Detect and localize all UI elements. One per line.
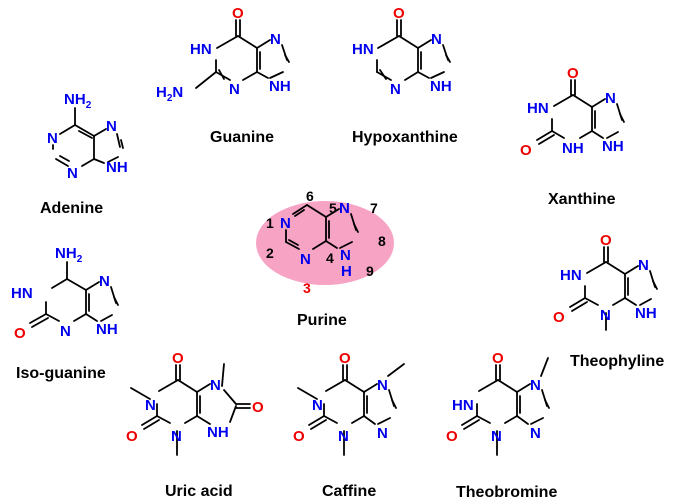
hypoxanthine-n9: NH: [430, 78, 452, 95]
purine-position-7: 7: [370, 200, 378, 216]
isoguanine-n7: N: [99, 273, 110, 290]
xanthine-o2: O: [520, 142, 532, 159]
guanine-n1: HN: [190, 41, 212, 58]
uricacid-n1: N: [145, 397, 156, 414]
purine-highlight: [256, 201, 394, 285]
adenine-n3: N: [67, 165, 78, 182]
xanthine-o6: O: [567, 65, 579, 82]
theobromine-structure: [461, 357, 550, 456]
purine-n7: N: [339, 200, 350, 217]
uricacid-n9: NH: [207, 424, 229, 441]
isoguanine-name: Iso-guanine: [16, 365, 106, 382]
caffine-structure: [297, 363, 405, 456]
adenine-n7: N: [106, 118, 117, 135]
purine-position-3: 3: [303, 280, 311, 296]
uricacid-o6: O: [172, 350, 184, 367]
purine-structure: [285, 204, 359, 250]
guanine-structure: [195, 19, 290, 89]
theobromine-n7: N: [530, 377, 541, 394]
caffine-name: Caffine: [322, 483, 376, 500]
purine-position-4: 4: [326, 250, 334, 266]
theobromine-name: Theobromine: [456, 484, 557, 501]
guanine-h2n-label: H2N: [156, 84, 183, 104]
theophyline-n3: N: [600, 307, 611, 324]
caffine-o2: O: [293, 428, 305, 445]
xanthine-n1: HN: [527, 100, 549, 117]
purine-n3: N: [300, 251, 311, 268]
xanthine-name: Xanthine: [548, 191, 616, 208]
uricacid-o2: O: [126, 428, 138, 445]
purine-position-6: 6: [306, 188, 314, 204]
uricacid-o8: O: [252, 399, 264, 416]
purine-position-8: 8: [378, 233, 386, 249]
guanine-o6: O: [232, 5, 244, 22]
theophyline-o6: O: [600, 232, 612, 249]
purine-n9: N: [340, 247, 351, 264]
isoguanine-structure: [29, 261, 119, 328]
isoguanine-n1: HN: [11, 285, 33, 302]
adenine-n9: NH: [106, 159, 128, 176]
hypoxanthine-name: Hypoxanthine: [352, 129, 458, 146]
hypoxanthine-o6: O: [393, 5, 405, 22]
theobromine-n1: HN: [452, 397, 474, 414]
isoguanine-nh2-label: NH2: [55, 245, 83, 265]
guanine-n9: NH: [269, 78, 291, 95]
adenine-nh2-label: NH2: [64, 91, 92, 111]
theophyline-n9: NH: [635, 305, 657, 322]
uricacid-structure: [130, 363, 251, 456]
theobromine-o6: O: [492, 350, 504, 367]
caffine-n7: N: [377, 377, 388, 394]
theobromine-n9: N: [530, 425, 541, 442]
guanine-name: Guanine: [210, 129, 274, 146]
purine-name: Purine: [297, 312, 347, 329]
xanthine-n3: NH: [562, 140, 584, 157]
caffine-n3: N: [338, 428, 349, 445]
uricacid-name: Uric acid: [165, 483, 233, 500]
guanine-n3: N: [229, 81, 240, 98]
theophyline-n7: N: [638, 257, 649, 274]
hypoxanthine-n7: N: [431, 31, 442, 48]
xanthine-n7: N: [605, 90, 616, 107]
theophyline-n1: HN: [560, 267, 582, 284]
purine-position-9: 9: [366, 263, 374, 279]
adenine-n1: N: [47, 130, 58, 147]
theophyline-o2: O: [553, 309, 565, 326]
hypoxanthine-structure: [376, 19, 451, 81]
theophyline-structure: [569, 246, 658, 331]
purine-n1: N: [280, 215, 291, 232]
caffine-o6: O: [339, 350, 351, 367]
theobromine-n3: N: [491, 428, 502, 445]
uricacid-n3: N: [171, 428, 182, 445]
xanthine-n9: NH: [602, 138, 624, 155]
purine-position-2: 2: [266, 245, 274, 261]
xanthine-structure: [536, 79, 625, 145]
adenine-structure: [52, 107, 124, 167]
purine-n9-h: H: [341, 263, 352, 280]
theophyline-name: Theophyline: [570, 353, 664, 370]
adenine-name: Adenine: [40, 200, 103, 217]
isoguanine-n9: NH: [96, 321, 118, 338]
caffine-n9: N: [377, 425, 388, 442]
purine-position-1: 1: [266, 215, 274, 231]
theobromine-o2: O: [446, 428, 458, 445]
guanine-n7: N: [270, 31, 281, 48]
isoguanine-o2: O: [14, 325, 26, 342]
caffine-n1: N: [312, 397, 323, 414]
purine-position-5: 5: [329, 200, 337, 216]
hypoxanthine-n3: N: [390, 81, 401, 98]
uricacid-n7: N: [210, 377, 221, 394]
isoguanine-n3: N: [60, 323, 71, 340]
hypoxanthine-n1: HN: [352, 41, 374, 58]
